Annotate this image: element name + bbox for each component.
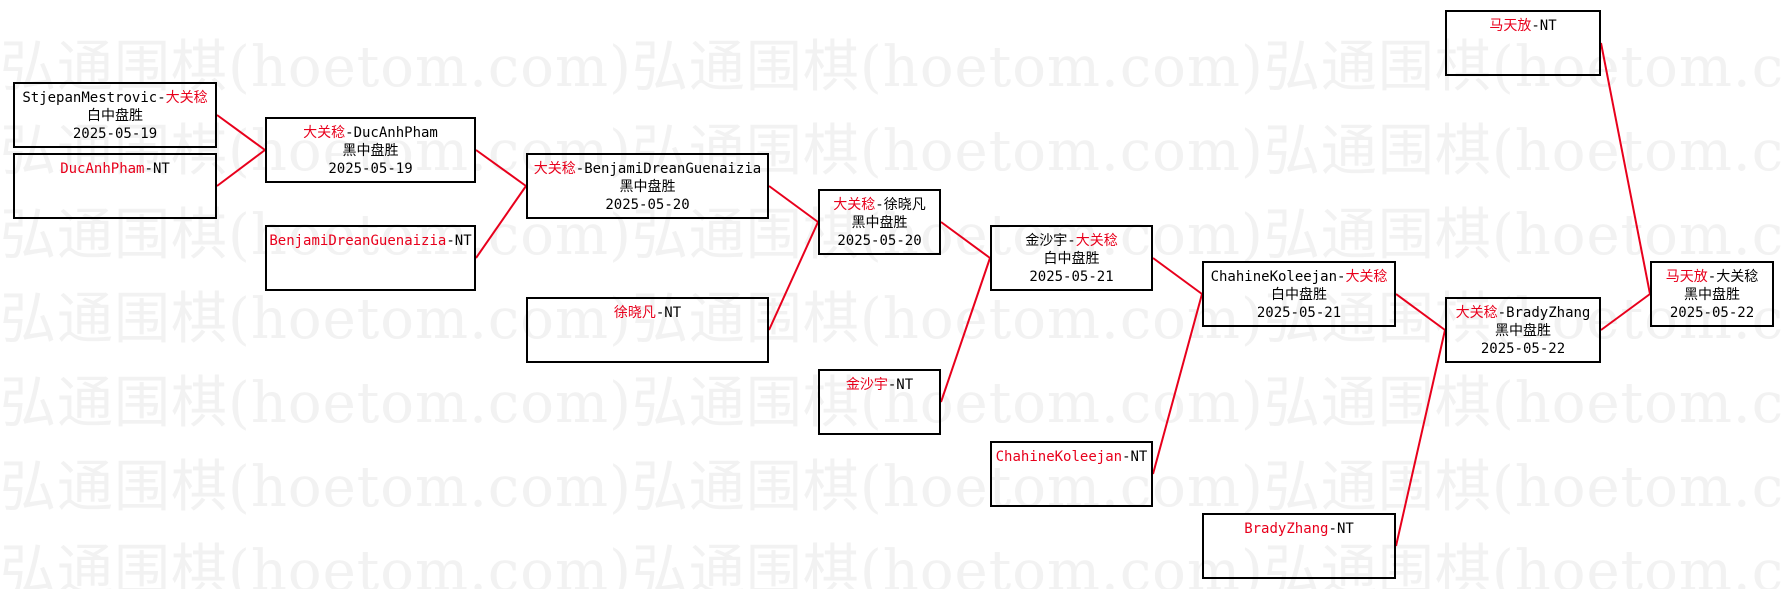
bracket-link — [940, 221, 991, 259]
match-date: 2025-05-20 — [605, 197, 690, 213]
bracket-link — [940, 257, 991, 403]
match-result: 黑中盘胜 — [851, 215, 908, 231]
match-players: 金沙宇-NT — [845, 377, 914, 393]
match-result: 黑中盘胜 — [619, 179, 676, 195]
bracket-link — [1395, 293, 1446, 331]
bracket-link — [1600, 293, 1651, 331]
match-node[interactable]: 金沙宇-NT — [818, 369, 941, 435]
match-players: 大关稔-徐晓凡 — [833, 197, 926, 213]
match-node[interactable]: 大关稔-BradyZhang 黑中盘胜 2025-05-22 — [1445, 297, 1601, 363]
match-node[interactable]: 大关稔-BenjamiDreanGuenaizia 黑中盘胜 2025-05-2… — [526, 153, 769, 219]
match-players: StjepanMestrovic-大关稔 — [22, 90, 208, 106]
match-node[interactable]: 金沙宇-大关稔 白中盘胜 2025-05-21 — [990, 225, 1153, 291]
match-date: 2025-05-22 — [1669, 305, 1755, 321]
bracket-link — [216, 114, 266, 151]
match-players: ChahineKoleejan-NT — [995, 449, 1148, 465]
match-date: 2025-05-20 — [837, 233, 922, 249]
match-result: 黑中盘胜 — [342, 143, 399, 159]
match-node[interactable]: 马天放-NT — [1445, 10, 1601, 76]
match-result: 白中盘胜 — [87, 108, 143, 124]
match-node[interactable]: 徐晓凡-NT — [526, 297, 769, 363]
match-node[interactable]: 大关稔-徐晓凡 黑中盘胜 2025-05-20 — [818, 189, 941, 255]
match-result: 黑中盘胜 — [1495, 323, 1551, 339]
bracket-link — [475, 149, 527, 187]
match-node[interactable]: ChahineKoleejan-NT — [990, 441, 1153, 507]
bracket-link — [1152, 257, 1203, 295]
match-date: 2025-05-19 — [328, 161, 413, 177]
match-date: 2025-05-22 — [1480, 341, 1566, 357]
match-node[interactable]: 马天放-大关稔 黑中盘胜 2025-05-22 — [1650, 261, 1774, 327]
match-date: 2025-05-21 — [1029, 269, 1114, 285]
match-players: 金沙宇-大关稔 — [1025, 233, 1118, 249]
bracket-link — [768, 221, 819, 331]
match-date: 2025-05-19 — [72, 126, 158, 142]
match-players: DucAnhPham-NT — [60, 161, 170, 177]
bracket-link — [768, 185, 819, 223]
match-players: 徐晓凡-NT — [613, 305, 682, 321]
match-date: 2025-05-21 — [1256, 305, 1342, 321]
match-players: 马天放-大关稔 — [1665, 269, 1759, 285]
match-result: 白中盘胜 — [1271, 287, 1327, 303]
bracket-link — [475, 185, 527, 259]
match-result: 黑中盘胜 — [1684, 287, 1740, 303]
bracket-link — [1600, 42, 1651, 295]
match-players: 大关稔-BradyZhang — [1455, 305, 1591, 321]
match-players: 大关稔-DucAnhPham — [303, 125, 438, 141]
bracket-link — [216, 149, 266, 187]
match-node[interactable]: 大关稔-DucAnhPham 黑中盘胜 2025-05-19 — [265, 117, 476, 183]
match-players: ChahineKoleejan-大关稔 — [1210, 269, 1388, 285]
bracket-link — [1395, 329, 1446, 547]
match-node[interactable]: StjepanMestrovic-大关稔 白中盘胜 2025-05-19 — [13, 82, 217, 148]
match-players: BenjamiDreanGuenaizia-NT — [269, 233, 472, 249]
match-node[interactable]: ChahineKoleejan-大关稔 白中盘胜 2025-05-21 — [1202, 261, 1396, 327]
bracket-link — [1152, 293, 1203, 475]
match-players: 马天放-NT — [1489, 18, 1557, 34]
match-result: 白中盘胜 — [1043, 251, 1100, 267]
match-players: BradyZhang-NT — [1244, 521, 1354, 537]
match-players: 大关稔-BenjamiDreanGuenaizia — [533, 161, 762, 177]
match-node[interactable]: BradyZhang-NT — [1202, 513, 1396, 579]
match-node[interactable]: DucAnhPham-NT — [13, 153, 217, 219]
match-node[interactable]: BenjamiDreanGuenaizia-NT — [265, 225, 476, 291]
